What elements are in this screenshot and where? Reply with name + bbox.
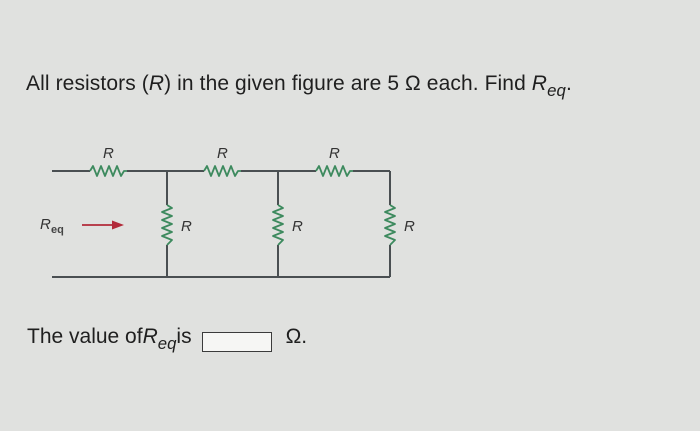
question-prefix: All resistors (	[26, 72, 149, 95]
shunt-resistor-label: R	[292, 218, 303, 235]
series-resistor-label: R	[329, 145, 340, 162]
question-text: All resistors (R) in the given figure ar…	[26, 72, 572, 100]
req-answer-input[interactable]	[201, 332, 272, 352]
unit-label: Ω.	[285, 325, 308, 348]
resistor-icon	[203, 165, 241, 177]
resistor-icon	[384, 204, 396, 246]
req-input-label: R	[40, 216, 51, 233]
resistor-icon	[161, 204, 173, 246]
shunt-resistor-label: R	[404, 218, 415, 235]
req-symbol: R	[142, 325, 158, 348]
wires	[52, 170, 391, 278]
resistor-icon	[272, 204, 284, 246]
question-middle: ) in the given figure are 5 Ω each. Find	[164, 72, 532, 95]
resistor-icon	[315, 165, 353, 177]
shunt-resistors	[161, 204, 396, 246]
answer-middle: is	[176, 325, 192, 348]
req-subscript: eq	[547, 80, 566, 100]
arrow-right-icon	[82, 220, 124, 230]
req-input-subscript: eq	[51, 224, 64, 236]
question-suffix: .	[565, 72, 572, 95]
resistor-symbol: R	[148, 72, 165, 95]
series-resistor-label: R	[103, 145, 114, 162]
resistor-icon	[89, 165, 127, 177]
answer-prefix: The value of	[27, 325, 143, 348]
series-resistors	[89, 165, 353, 177]
req-symbol: R	[531, 72, 548, 95]
req-subscript: eq	[157, 333, 177, 353]
shunt-resistor-label: R	[181, 218, 192, 235]
series-resistor-label: R	[217, 145, 228, 162]
